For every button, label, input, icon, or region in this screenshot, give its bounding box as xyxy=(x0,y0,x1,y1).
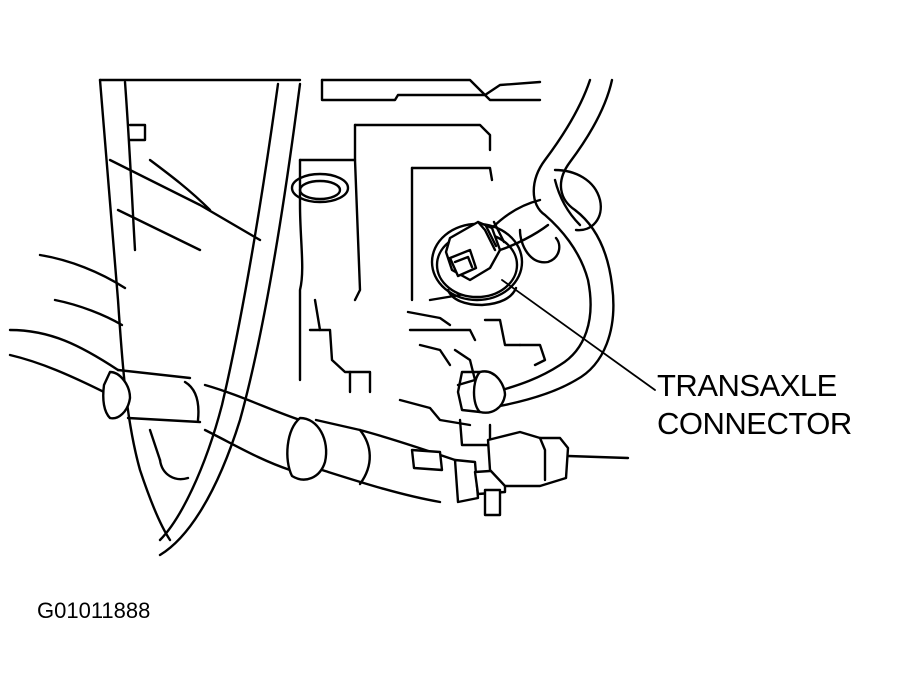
left-pipe xyxy=(158,82,302,557)
transaxle-connector-label-line-2: CONNECTOR xyxy=(657,406,852,441)
transaxle-connector-label-line-1: TRANSAXLE xyxy=(657,368,837,403)
figure-id: G01011888 xyxy=(37,598,150,623)
left-hose xyxy=(8,253,202,424)
right-tube xyxy=(456,78,615,414)
transaxle-connector-part xyxy=(430,198,550,307)
lower-hose xyxy=(203,383,630,517)
transaxle-connector-leader-line xyxy=(501,279,656,391)
transaxle-housing xyxy=(98,78,582,542)
